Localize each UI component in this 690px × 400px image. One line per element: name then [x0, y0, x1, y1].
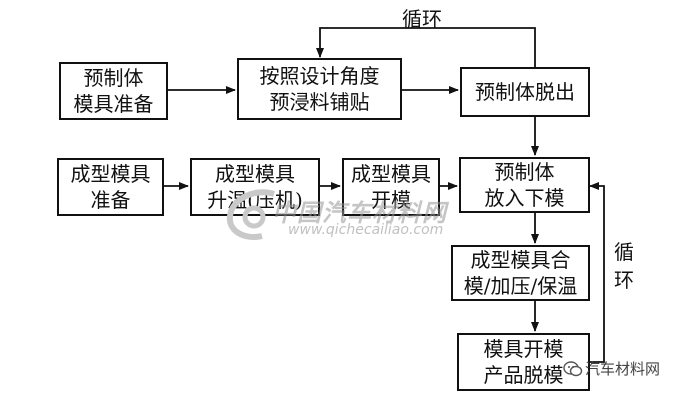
- box-open-and-release-line1: 模具开模: [483, 337, 564, 361]
- right-loop-label-char2: 环: [614, 268, 634, 292]
- right-loop-label: 循 环: [614, 238, 634, 294]
- wechat-icon: [563, 361, 583, 377]
- box-close-press-hold-line1: 成型模具合: [470, 248, 571, 272]
- watermark-logo-icon: [226, 189, 275, 240]
- box-mold-open: 成型模具 开模: [342, 158, 440, 216]
- box-prepreg-layup-line1: 按照设计角度: [259, 64, 380, 88]
- box-close-press-hold: 成型模具合 模/加压/保温: [451, 245, 590, 301]
- box-preform-demold-label: 预制体脱出: [475, 80, 575, 104]
- box-forming-mold-prep-line1: 成型模具: [70, 162, 151, 186]
- box-mold-open-line2: 开模: [371, 188, 411, 212]
- box-preform-mold-prep: 预制体 模具准备: [59, 62, 168, 120]
- box-place-in-lower-mold-line1: 预制体: [494, 160, 555, 184]
- watermark-corner-brand: 汽车材料网: [585, 360, 661, 378]
- box-forming-mold-prep-line2: 准备: [90, 188, 131, 212]
- box-preform-demold: 预制体脱出: [460, 67, 590, 117]
- right-loop-label-char1: 循: [614, 240, 634, 264]
- watermark-url: www.qichecailiao.com: [288, 222, 444, 238]
- box-open-and-release-line2: 产品脱模: [483, 363, 564, 387]
- box-prepreg-layup-line2: 预浸料铺贴: [269, 90, 370, 114]
- box-place-in-lower-mold: 预制体 放入下模: [459, 157, 590, 213]
- box-preform-mold-prep-line1: 预制体: [83, 66, 144, 90]
- box-mold-open-line1: 成型模具: [351, 162, 431, 186]
- box-mold-heating-line1: 成型模具: [215, 162, 295, 186]
- box-forming-mold-prep: 成型模具 准备: [57, 158, 164, 216]
- box-place-in-lower-mold-line2: 放入下模: [484, 186, 565, 210]
- arrow-right-loop: [589, 182, 605, 363]
- watermark-brand: 中国汽车材料网: [272, 199, 447, 227]
- box-close-press-hold-line2: 模/加压/保温: [463, 274, 578, 298]
- box-preform-mold-prep-line2: 模具准备: [73, 92, 154, 116]
- box-prepreg-layup: 按照设计角度 预浸料铺贴: [237, 58, 402, 120]
- arrow-top-loop: [316, 27, 536, 67]
- top-loop-label: 循环: [402, 7, 442, 31]
